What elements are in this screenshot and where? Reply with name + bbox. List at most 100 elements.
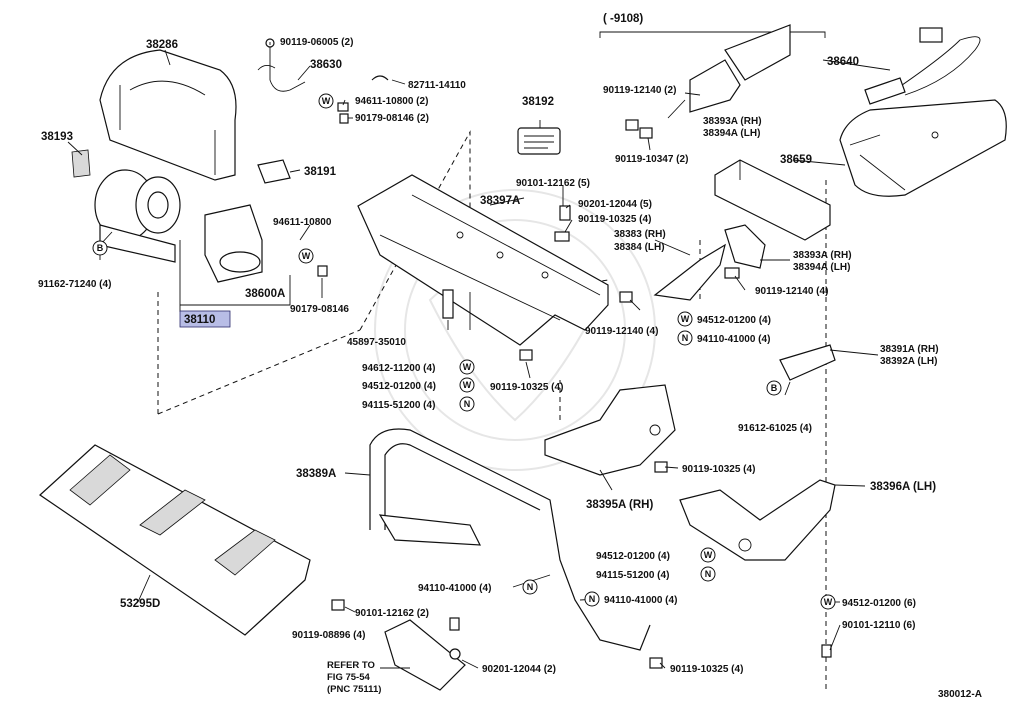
label-91612-61025: 91612-61025 (4) [738, 423, 812, 434]
bracket-38393A-top[interactable] [599, 24, 826, 139]
label-90119-10325-b: 90119-10325 (4) [578, 214, 651, 225]
label-94512-01200-a: 94512-01200 (4) [362, 381, 436, 392]
svg-text:B: B [97, 243, 104, 253]
label-38600A: 38600A [245, 288, 285, 300]
symbol-b-2: B [766, 380, 782, 396]
symbol-w-6: W [700, 547, 716, 563]
svg-text:W: W [302, 251, 311, 261]
leader-lines [67, 42, 891, 669]
label-94512-01200-6: 94512-01200 (6) [842, 598, 916, 609]
strap-38193[interactable] [71, 149, 91, 178]
label-90179-08146-2: 90179-08146 (2) [355, 113, 429, 124]
mounting-bracket-38397A[interactable] [357, 174, 609, 346]
bracket-38393A-right[interactable] [724, 224, 766, 279]
label-38394A-right: 38394A (LH) [793, 262, 850, 273]
label-90119-12140-b: 90119-12140 (4) [755, 286, 828, 297]
label-38110: 38110 [184, 314, 215, 326]
label-94512-01200-b: 94512-01200 (4) [697, 315, 771, 326]
label-38193: 38193 [41, 131, 73, 143]
label-94512-01200-c: 94512-01200 (4) [596, 551, 670, 562]
hardware-cluster-top[interactable] [317, 75, 389, 277]
bracket-38383[interactable] [653, 243, 726, 301]
label-90179-08146: 90179-08146 [290, 304, 349, 315]
case-38659[interactable] [839, 99, 1007, 197]
plate-38192[interactable] [517, 127, 561, 155]
label-90119-10347: 90119-10347 (2) [615, 154, 688, 165]
label-53295D: 53295D [120, 598, 160, 610]
label-38630: 38630 [310, 59, 342, 71]
symbol-n-5: N [584, 591, 600, 607]
label-90119-10325-a: 90119-10325 (4) [490, 382, 563, 393]
symbol-w-3: W [459, 359, 475, 375]
bolt-45897[interactable] [442, 289, 454, 319]
label-94115-51200-a: 94115-51200 (4) [362, 400, 435, 411]
symbol-n-1: N [459, 396, 475, 412]
label-38192: 38192 [522, 96, 554, 108]
bracket-38395A[interactable] [544, 384, 676, 476]
winch-drum[interactable] [94, 169, 181, 263]
refer-note-line3: (PNC 75111) [327, 684, 381, 695]
label-94110-41000-c: 94110-41000 (4) [604, 595, 677, 606]
label-90101-12162-2: 90101-12162 (2) [355, 608, 429, 619]
svg-text:W: W [681, 314, 690, 324]
guard-bar-38389A[interactable] [369, 428, 651, 651]
label-90101-12110: 90101-12110 (6) [842, 620, 915, 631]
diagram-id: 380012-A [938, 689, 982, 700]
skid-plate-53295D[interactable] [39, 444, 311, 636]
svg-text:B: B [771, 383, 778, 393]
label-38191[interactable] [257, 159, 291, 184]
label-90119-12140-2: 90119-12140 (2) [603, 85, 676, 96]
label-94110-41000-a: 94110-41000 (4) [697, 334, 770, 345]
label-38640: 38640 [827, 56, 859, 68]
svg-text:W: W [824, 597, 833, 607]
bracket-bottom-ref[interactable] [384, 619, 466, 691]
label-90119-12140-a: 90119-12140 (4) [585, 326, 658, 337]
svg-text:N: N [527, 582, 534, 592]
harness-38630[interactable] [257, 38, 306, 92]
label-38286: 38286 [146, 39, 178, 51]
frame-tube-right[interactable] [714, 159, 831, 241]
symbol-w-5: W [677, 311, 693, 327]
symbol-w-4: W [459, 377, 475, 393]
label-90201-12044-2: 90201-12044 (2) [482, 664, 556, 675]
winch-cover-38286[interactable] [99, 49, 237, 181]
svg-text:N: N [589, 594, 596, 604]
svg-text:N: N [464, 399, 471, 409]
svg-text:N: N [705, 569, 712, 579]
label-94115-51200-b: 94115-51200 (4) [596, 570, 669, 581]
svg-text:W: W [463, 380, 472, 390]
label-90119-08896: 90119-08896 (4) [292, 630, 365, 641]
label-94611-10800-2: 94611-10800 (2) [355, 96, 428, 107]
range-header: ( -9108) [603, 13, 643, 25]
label-38191: 38191 [304, 166, 337, 178]
label-38392A: 38392A (LH) [880, 356, 937, 367]
symbol-n-3: N [700, 566, 716, 582]
label-38396A: 38396A (LH) [870, 481, 936, 493]
bolts-bottom[interactable] [331, 461, 832, 669]
label-90119-06005: 90119-06005 (2) [280, 37, 353, 48]
label-38383: 38383 (RH) [614, 229, 666, 240]
symbol-w-7: W [820, 594, 836, 610]
refer-note-line2: FIG 75-54 [327, 672, 370, 683]
label-38397A: 38397A [480, 195, 520, 207]
label-38393A-right: 38393A (RH) [793, 250, 852, 261]
controller-38600A[interactable] [204, 204, 263, 283]
label-90119-10325-d: 90119-10325 (4) [670, 664, 743, 675]
bolts-center[interactable] [519, 205, 633, 361]
svg-text:W: W [704, 550, 713, 560]
label-94611-10800: 94611-10800 [273, 217, 332, 228]
bracket-38396A[interactable] [679, 479, 836, 561]
callout-labels: 38286 38193 91162-71240 (4) 38110 38600A… [38, 13, 982, 700]
label-94110-41000-b: 94110-41000 (4) [418, 583, 491, 594]
remote-cable-38640[interactable] [864, 27, 981, 105]
svg-text:W: W [463, 362, 472, 372]
bracket-38391A[interactable] [779, 344, 836, 381]
label-90101-12162-5: 90101-12162 (5) [516, 178, 590, 189]
label-38659: 38659 [780, 154, 812, 166]
label-38384: 38384 (LH) [614, 242, 665, 253]
label-38394A-top: 38394A (LH) [703, 128, 760, 139]
label-38389A: 38389A [296, 468, 336, 480]
symbol-n-4: N [522, 579, 538, 595]
